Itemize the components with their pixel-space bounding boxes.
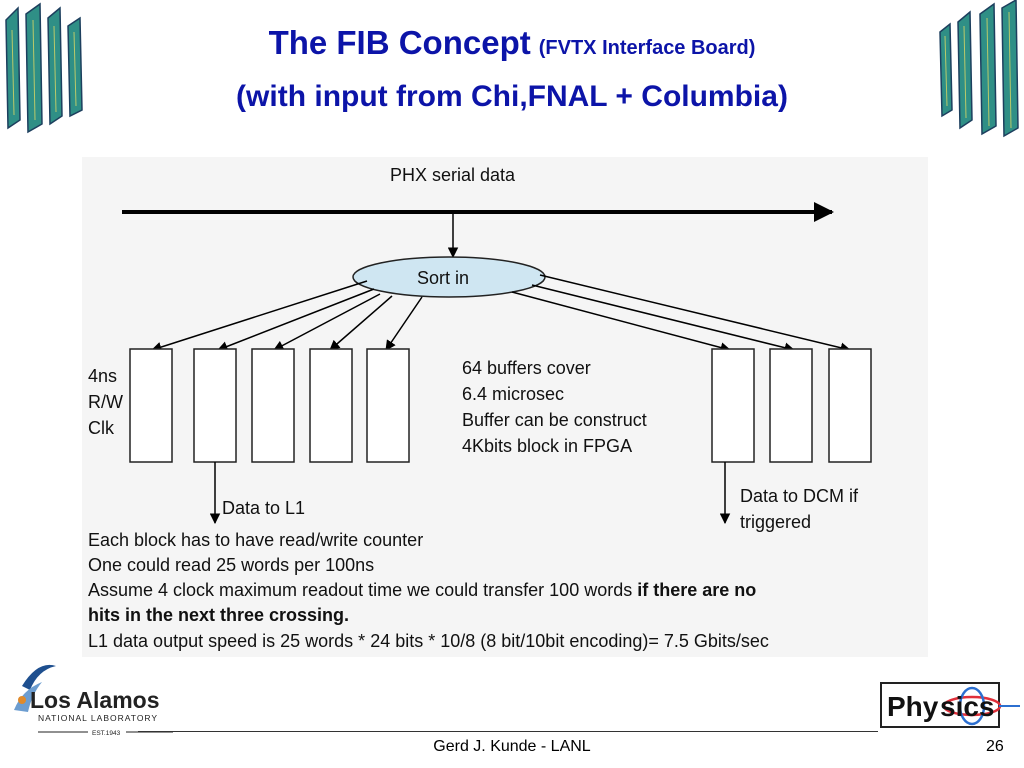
corner-decoration-left: [5, 2, 83, 134]
fib-diagram: PHX serial data Sort in 4ns R/W Clk 64 b…: [82, 157, 928, 657]
buffer-block: [711, 348, 755, 463]
footer-author: Gerd J. Kunde - LANL: [433, 738, 591, 755]
assume-plain: Assume 4 clock maximum readout time we c…: [88, 580, 638, 600]
buffer-block: [129, 348, 173, 463]
buffer-block: [309, 348, 353, 463]
slide-number: 26: [986, 738, 1004, 755]
title-main: The FIB Concept: [268, 24, 531, 61]
physics-logo-icon: Phy sics: [880, 682, 1020, 728]
side-note-1: 4ns: [88, 366, 118, 386]
buffer-block: [828, 348, 872, 463]
svg-text:Los Alamos: Los Alamos: [30, 687, 160, 713]
svg-text:Phy: Phy: [887, 691, 939, 722]
buffer-note-4: 4Kbits block in FPGA: [462, 436, 633, 456]
corner-decoration-right: [939, 0, 1019, 138]
serial-data-label: PHX serial data: [390, 165, 516, 185]
sort-in-label: Sort in: [417, 268, 470, 288]
buffer-note-1: 64 buffers cover: [462, 358, 591, 378]
los-alamos-logo: Los Alamos NATIONAL LABORATORY EST.1943: [8, 660, 178, 740]
side-note-2: R/W: [88, 392, 123, 412]
speed-note: L1 data output speed is 25 words * 24 bi…: [88, 631, 769, 651]
footer-rule: [138, 731, 878, 732]
side-note-3: Clk: [88, 418, 114, 438]
dcm-label-2: triggered: [740, 512, 812, 532]
assume-note: Assume 4 clock maximum readout time we c…: [88, 577, 756, 603]
l1-label: Data to L1: [222, 498, 306, 518]
title-subtitle: (FVTX Interface Board): [538, 37, 756, 59]
buffer-block: [366, 348, 410, 463]
svg-text:EST.1943: EST.1943: [92, 730, 121, 737]
title-line-2: (with input from Chi,FNAL + Columbia): [236, 80, 788, 113]
slide-title: The FIB Concept (FVTX Interface Board): [0, 24, 1024, 62]
note-line: Each block has to have read/write counte…: [88, 530, 424, 550]
svg-text:NATIONAL LABORATORY: NATIONAL LABORATORY: [38, 713, 158, 723]
los-alamos-mark-icon: Los Alamos NATIONAL LABORATORY EST.1943: [14, 664, 173, 737]
buffer-block: [251, 348, 295, 463]
physics-logo: Phy sics: [880, 682, 1024, 732]
dcm-label-1: Data to DCM if: [740, 486, 859, 506]
buffer-note-2: 6.4 microsec: [462, 384, 565, 404]
assume-bold-2: hits in the next three crossing.: [88, 605, 350, 625]
assume-bold: if there are no: [637, 580, 757, 600]
buffer-note-3: Buffer can be construct: [462, 410, 647, 430]
svg-text:sics: sics: [940, 691, 995, 722]
note-line: One could read 25 words per 100ns: [88, 555, 375, 575]
buffer-block: [193, 348, 237, 463]
buffer-block: [769, 348, 813, 463]
sort-in-ellipse: [352, 256, 546, 298]
diagram-graphics: [122, 202, 872, 525]
